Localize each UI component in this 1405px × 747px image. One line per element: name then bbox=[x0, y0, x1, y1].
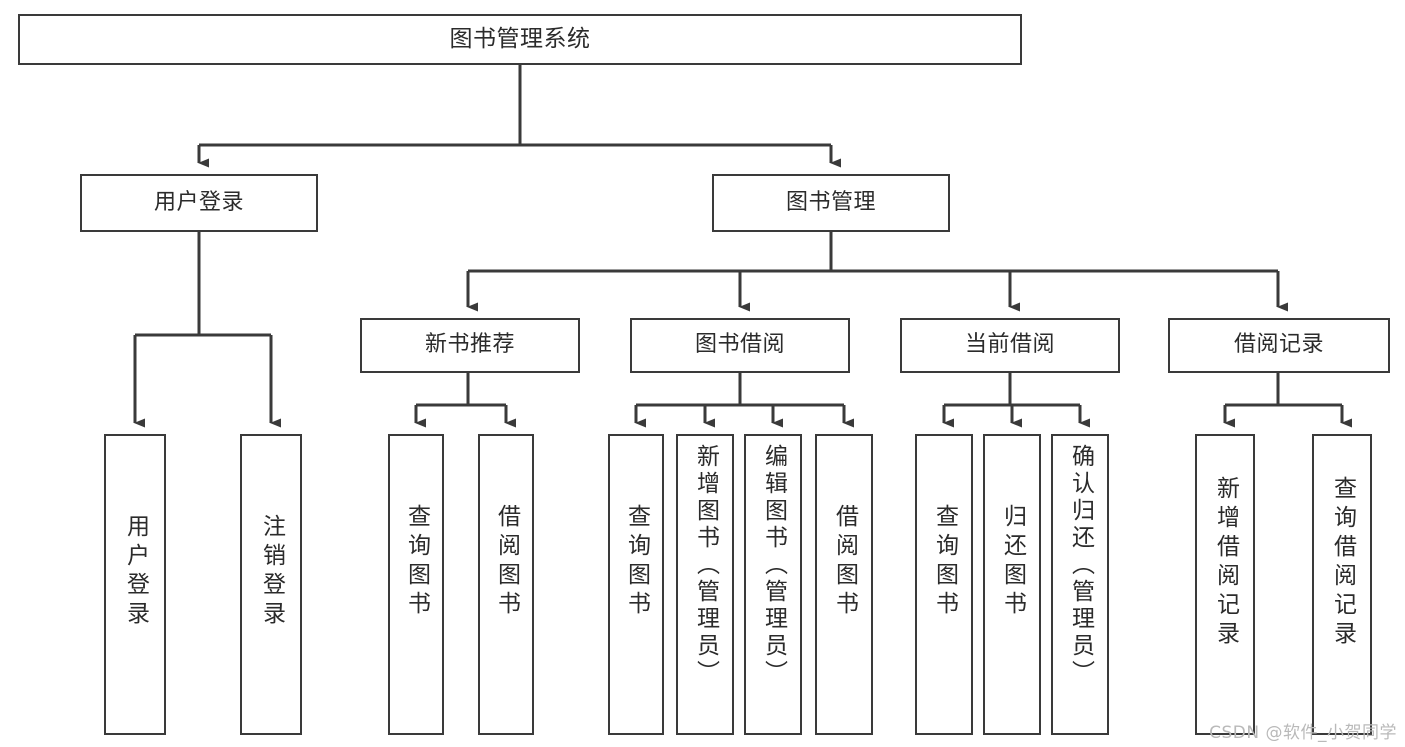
node-user-login[interactable]: 用户登录 bbox=[80, 174, 318, 232]
node-leaf-edit-book[interactable]: 编辑图书（管理员） bbox=[744, 434, 802, 735]
node-leaf-add-borrow-record-label: 新增借阅记录 bbox=[1212, 476, 1239, 650]
node-leaf-add-borrow-record[interactable]: 新增借阅记录 bbox=[1195, 434, 1255, 735]
node-leaf-query-book-rec-label: 查询图书 bbox=[403, 504, 430, 620]
node-borrow-record[interactable]: 借阅记录 bbox=[1168, 318, 1390, 373]
node-leaf-user-login[interactable]: 用户登录 bbox=[104, 434, 166, 735]
node-leaf-query-book-borrow-label: 查询图书 bbox=[623, 504, 650, 620]
node-leaf-edit-book-label: 编辑图书（管理员） bbox=[760, 444, 787, 687]
node-leaf-return-book-label: 归还图书 bbox=[999, 504, 1026, 620]
node-book-borrow[interactable]: 图书借阅 bbox=[630, 318, 850, 373]
node-leaf-borrow-book-borrow-label: 借阅图书 bbox=[831, 504, 858, 620]
node-leaf-confirm-return[interactable]: 确认归还（管理员） bbox=[1051, 434, 1109, 735]
node-book-borrow-label: 图书借阅 bbox=[694, 332, 785, 358]
node-new-book-recommend-label: 新书推荐 bbox=[424, 332, 515, 358]
node-current-borrow-label: 当前借阅 bbox=[964, 332, 1055, 358]
node-leaf-query-book-rec[interactable]: 查询图书 bbox=[388, 434, 444, 735]
node-leaf-user-login-label: 用户登录 bbox=[122, 514, 149, 630]
node-leaf-query-borrow-record[interactable]: 查询借阅记录 bbox=[1312, 434, 1372, 735]
node-leaf-confirm-return-label: 确认归还（管理员） bbox=[1067, 444, 1094, 687]
node-borrow-record-label: 借阅记录 bbox=[1233, 332, 1324, 358]
node-book-manage-label: 图书管理 bbox=[785, 189, 876, 215]
node-leaf-borrow-book-rec[interactable]: 借阅图书 bbox=[478, 434, 534, 735]
node-leaf-return-book[interactable]: 归还图书 bbox=[983, 434, 1041, 735]
node-new-book-recommend[interactable]: 新书推荐 bbox=[360, 318, 580, 373]
node-user-login-label: 用户登录 bbox=[153, 189, 244, 215]
node-book-manage[interactable]: 图书管理 bbox=[712, 174, 950, 232]
node-leaf-add-book[interactable]: 新增图书（管理员） bbox=[676, 434, 734, 735]
watermark: CSDN @软件_小贺同学 bbox=[1209, 723, 1397, 743]
node-leaf-add-book-label: 新增图书（管理员） bbox=[692, 444, 719, 687]
node-leaf-user-logout[interactable]: 注销登录 bbox=[240, 434, 302, 735]
node-leaf-borrow-book-borrow[interactable]: 借阅图书 bbox=[815, 434, 873, 735]
node-leaf-query-borrow-record-label: 查询借阅记录 bbox=[1329, 476, 1356, 650]
node-leaf-query-book-current-label: 查询图书 bbox=[931, 504, 958, 620]
node-leaf-query-book-borrow[interactable]: 查询图书 bbox=[608, 434, 664, 735]
node-root[interactable]: 图书管理系统 bbox=[18, 14, 1022, 65]
node-leaf-borrow-book-rec-label: 借阅图书 bbox=[493, 504, 520, 620]
node-leaf-query-book-current[interactable]: 查询图书 bbox=[915, 434, 973, 735]
node-root-label: 图书管理系统 bbox=[449, 26, 591, 53]
node-current-borrow[interactable]: 当前借阅 bbox=[900, 318, 1120, 373]
node-leaf-user-logout-label: 注销登录 bbox=[258, 514, 285, 630]
